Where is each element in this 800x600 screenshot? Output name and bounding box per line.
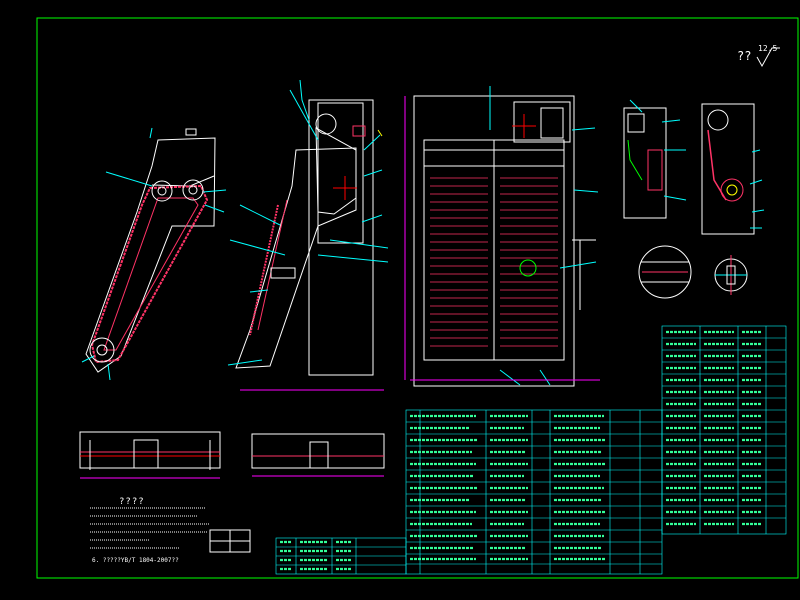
notes-side-table xyxy=(209,529,251,553)
front-view-screen xyxy=(404,86,600,387)
detail-view-circles xyxy=(638,245,748,299)
technical-requirements-heading: ???? xyxy=(119,497,145,507)
section-view-b xyxy=(251,433,385,477)
surface-roughness-prefix: ?? xyxy=(737,49,752,63)
screen-bars-right xyxy=(500,177,558,347)
parts-list-illegible-entries xyxy=(280,330,762,571)
section-view-rake xyxy=(227,79,389,391)
drawing-frame xyxy=(36,17,799,579)
screen-bars-left xyxy=(430,177,488,347)
technical-note-6: 6. ?????YB/T 1804-2007?? xyxy=(92,557,179,564)
parts-list-tables xyxy=(275,325,787,575)
roughness-symbol-icon xyxy=(756,47,780,68)
detail-view-drive-left xyxy=(623,99,687,219)
surface-roughness-value: 12.5 xyxy=(758,44,778,53)
detail-view-drive-right xyxy=(701,103,765,235)
section-view-a xyxy=(79,431,221,479)
side-view-chain-conveyor xyxy=(81,127,227,381)
technical-notes xyxy=(90,507,210,549)
